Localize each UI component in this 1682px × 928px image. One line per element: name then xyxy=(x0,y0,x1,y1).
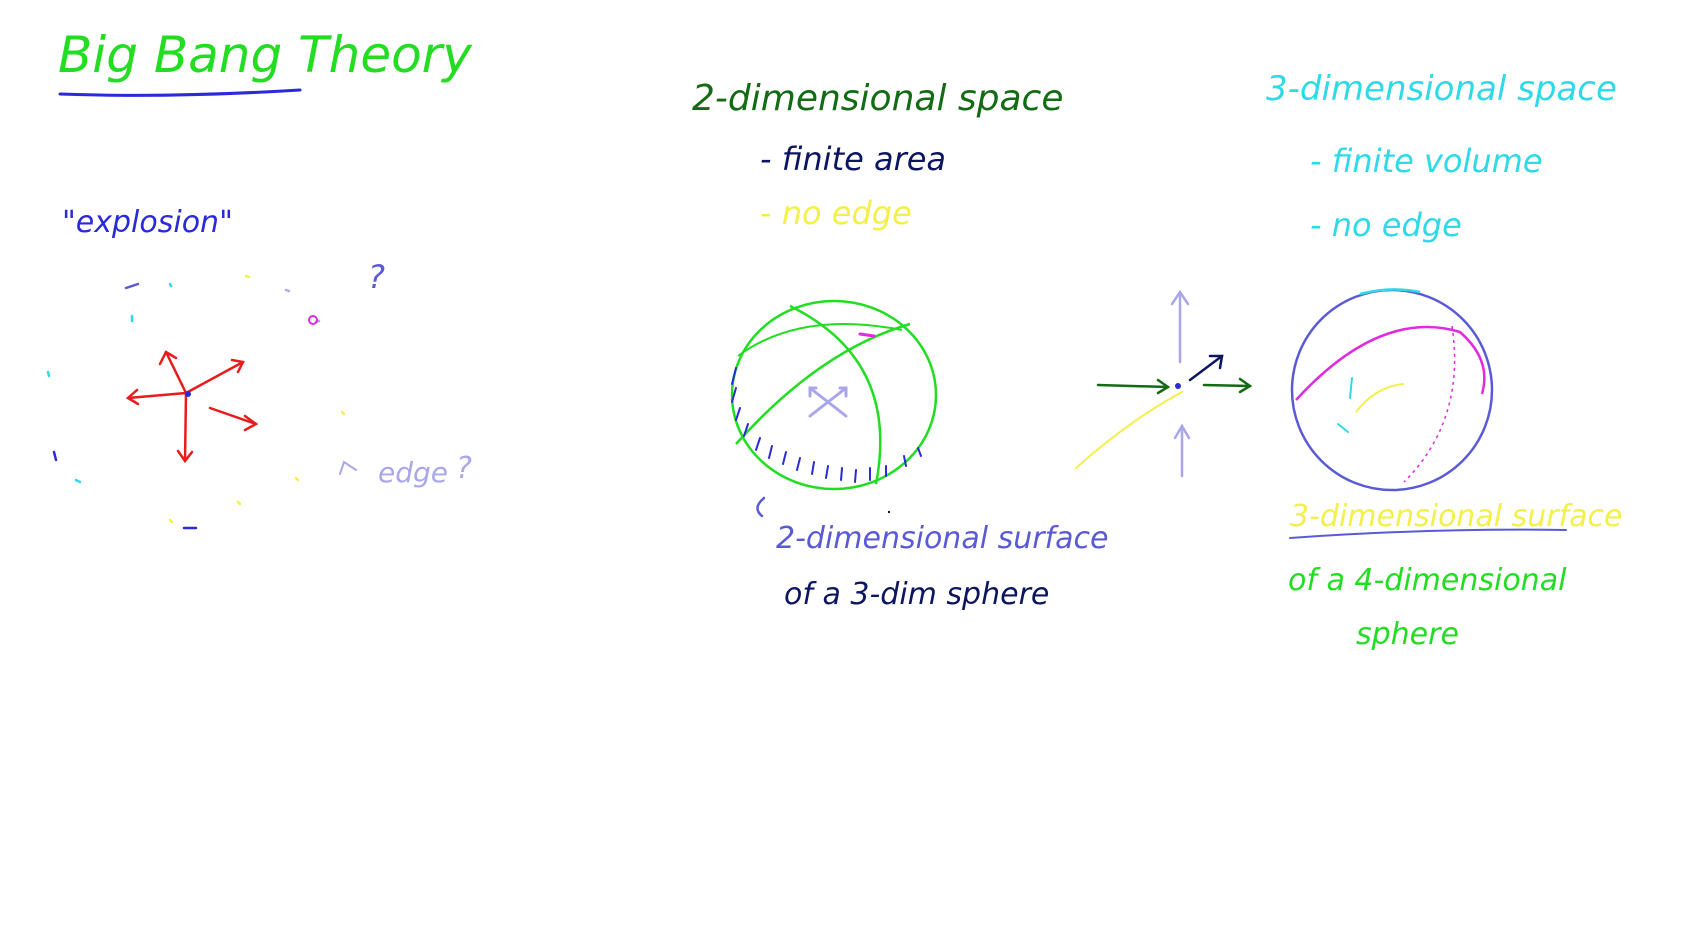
three-dim-yellow-curve xyxy=(1355,383,1405,413)
three-dim-bullet-volume: - finite volume xyxy=(1310,142,1543,180)
two-dim-sphere xyxy=(730,299,938,518)
sphere-hatching xyxy=(731,367,922,483)
sphere-great-circle xyxy=(735,322,911,445)
three-dim-caption-line2: of a 4-dimensional xyxy=(1288,563,1567,598)
two-dim-caption-line1: 2-dimensional surface xyxy=(776,521,1108,556)
explosion-center-dot xyxy=(185,391,191,397)
three-dim-sphere-cyan-top xyxy=(1359,288,1421,296)
three-dim-magenta-dash xyxy=(1403,325,1456,483)
sphere-outline xyxy=(730,299,938,491)
two-dim-bullet-area: - finite area xyxy=(760,140,946,178)
dotted-boundary xyxy=(46,274,346,530)
three-dim-sphere xyxy=(1290,288,1494,492)
explosion-question-mark: ? xyxy=(368,258,385,296)
explosion-diagram: ? edge ? xyxy=(46,258,472,530)
sphere-meridian-curve xyxy=(789,304,882,485)
three-dim-cyan-ticks xyxy=(1337,377,1353,433)
sphere-inner-arc xyxy=(737,322,903,357)
title: Big Bang Theory xyxy=(58,26,473,84)
three-dim-caption-underline xyxy=(1289,528,1567,539)
edge-question-mark: ? xyxy=(456,451,472,486)
title-underline xyxy=(58,88,302,97)
three-dim-sphere-outline xyxy=(1290,288,1494,492)
explosion-label: "explosion" xyxy=(62,205,233,240)
two-dim-heading: 2-dimensional space xyxy=(692,78,1064,119)
red-explosion-arrows xyxy=(125,350,259,464)
sphere-curl-mark xyxy=(756,496,766,518)
sphere-x-arrows xyxy=(808,386,848,418)
three-dim-bullet-edge: - no edge xyxy=(1310,206,1462,244)
sphere-magenta-mark xyxy=(858,332,876,338)
three-dim-caption-line1: 3-dimensional surface xyxy=(1290,499,1622,534)
two-dim-bullet-edge: - no edge xyxy=(760,194,912,232)
magenta-dot xyxy=(308,315,318,325)
three-dim-magenta-arc xyxy=(1295,325,1486,401)
two-dim-caption-line2: of a 3-dim sphere xyxy=(784,577,1049,612)
axes-diagram xyxy=(1075,289,1253,478)
three-dim-heading: 3-dimensional space xyxy=(1266,69,1617,109)
edge-pointer-stroke xyxy=(339,460,357,475)
three-dim-caption-line3: sphere xyxy=(1356,617,1459,652)
edge-label: edge xyxy=(378,456,448,489)
